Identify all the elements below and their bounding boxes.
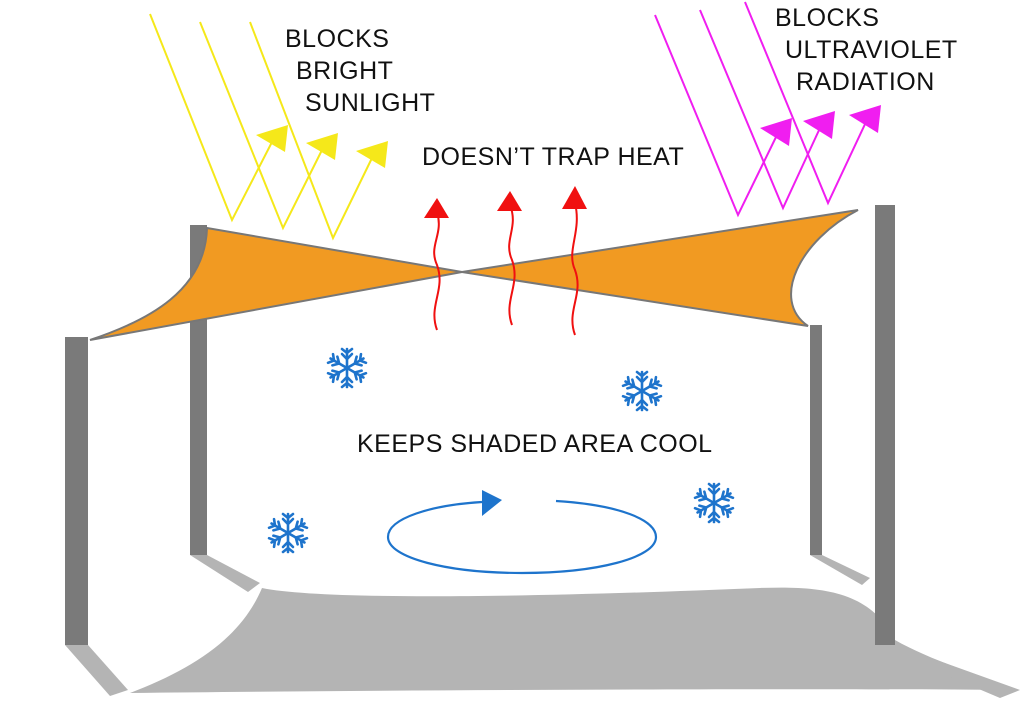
cool-label: KEEPS SHADED AREA COOL bbox=[357, 430, 713, 458]
post-shadow bbox=[65, 645, 128, 696]
snowflake-icon bbox=[623, 372, 661, 410]
circular-arrow-icon bbox=[386, 490, 658, 575]
sunlight-label-line1: BLOCKS bbox=[285, 25, 389, 53]
sun-ray-icon bbox=[149, 13, 373, 241]
heat-label: DOESN’T TRAP HEAT bbox=[422, 143, 684, 171]
heat-arrow-icon bbox=[433, 202, 579, 336]
post-shadow bbox=[810, 555, 870, 585]
post-front-left bbox=[65, 337, 88, 645]
snowflake-icon bbox=[269, 514, 307, 552]
snowflake-icon bbox=[328, 349, 366, 387]
uv-label-line1: BLOCKS bbox=[775, 4, 879, 32]
post-front-right bbox=[875, 205, 895, 645]
sunlight-label-line2: BRIGHT bbox=[296, 57, 393, 85]
post-back-right bbox=[810, 325, 822, 555]
snowflake-icon bbox=[695, 484, 733, 522]
sunlight-label-line3: SUNLIGHT bbox=[305, 89, 435, 117]
uv-label-line2: ULTRAVIOLET bbox=[785, 36, 958, 64]
ground-shadow bbox=[130, 587, 1012, 693]
uv-label-line3: RADIATION bbox=[796, 68, 935, 96]
uv-ray-icon bbox=[654, 1, 867, 218]
post-shadow bbox=[875, 645, 1020, 698]
shade-sail-left bbox=[89, 226, 463, 341]
shade-sail-right bbox=[461, 209, 859, 327]
post-shadow bbox=[190, 555, 260, 592]
